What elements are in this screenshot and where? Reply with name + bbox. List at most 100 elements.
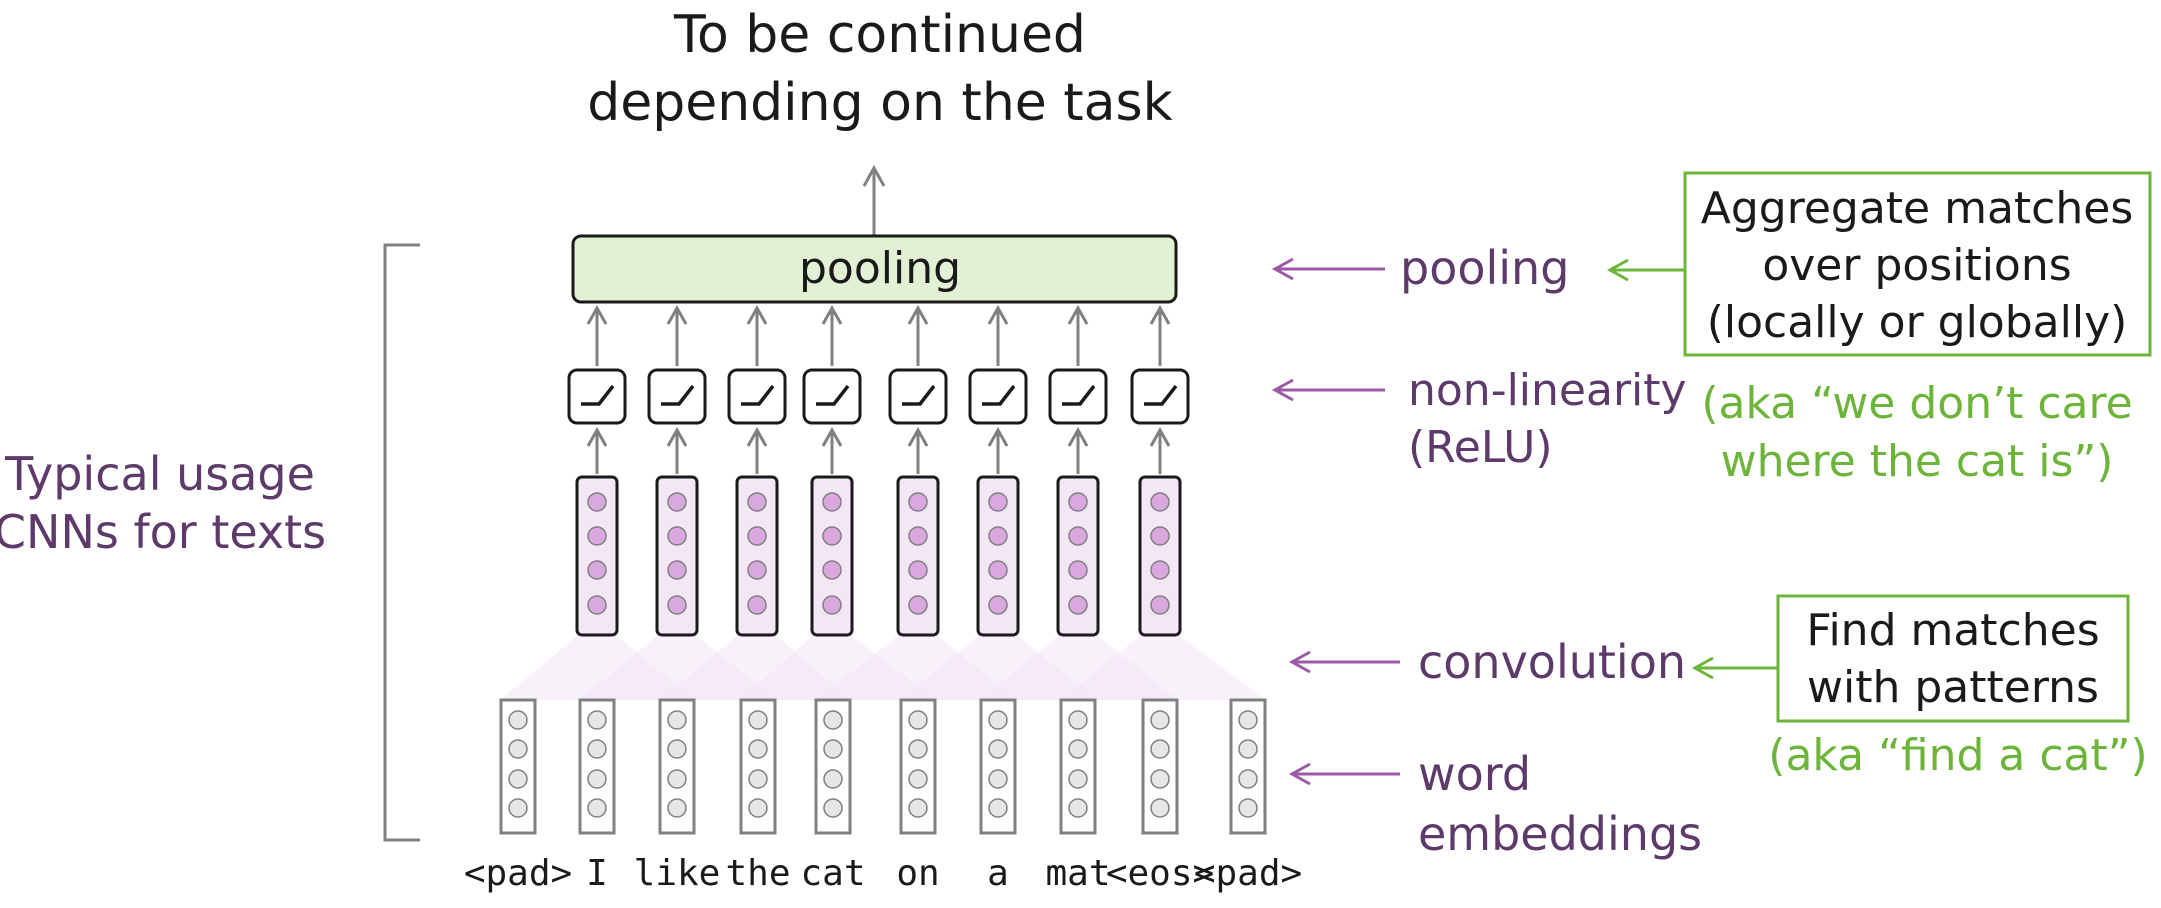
conv-neuron [747, 595, 767, 615]
embedding-neuron [823, 769, 843, 789]
arrowhead [586, 426, 608, 447]
arrowhead [746, 304, 768, 325]
conv-neuron [667, 492, 687, 512]
relu-activation-icon [581, 384, 615, 406]
conv-column [735, 475, 779, 637]
relu-box [647, 368, 707, 425]
layer-label-nonlinearity: non-linearity (ReLU) [1271, 365, 1687, 473]
embedding-neuron [508, 769, 528, 789]
embedding-neuron [667, 798, 687, 818]
conv-neuron [747, 526, 767, 546]
relu-box [802, 368, 862, 425]
relu-box [888, 368, 948, 425]
conv-column [1138, 475, 1182, 637]
conv-neuron [587, 492, 607, 512]
arrowhead [821, 304, 843, 325]
embedding-neuron [1068, 710, 1088, 730]
token-label: mat [1045, 853, 1110, 894]
convolution-windows [500, 636, 1266, 700]
conv-neuron [747, 492, 767, 512]
conv-neuron [908, 560, 928, 580]
embedding-neuron [1238, 739, 1258, 759]
label-nonlinearity-2: (ReLU) [1408, 422, 1553, 473]
aggregate-aka-1: (aka “we don’t care [1701, 378, 2132, 429]
conv-neuron [988, 595, 1008, 615]
relu-activation-icon [741, 384, 775, 406]
embedding-neuron [823, 739, 843, 759]
top-text-line1: To be continued [673, 5, 1086, 65]
embedding-neuron [587, 739, 607, 759]
embedding-neuron [908, 710, 928, 730]
token-label: the [725, 853, 790, 894]
embedding-neuron [1068, 798, 1088, 818]
embedding-neuron [1150, 798, 1170, 818]
find-line2: with patterns [1807, 662, 2099, 713]
conv-neuron [587, 560, 607, 580]
embedding-neuron [667, 739, 687, 759]
embedding-neuron [1150, 739, 1170, 759]
conv-neuron [908, 492, 928, 512]
token-label: <eos> [1106, 853, 1214, 894]
embedding-neuron [587, 769, 607, 789]
arrowhead [1067, 304, 1089, 325]
label-convolution: convolution [1418, 635, 1686, 689]
relu-activation-icon [661, 384, 695, 406]
relu-box [1048, 368, 1108, 425]
embedding-neuron [988, 798, 1008, 818]
conv-column [1056, 475, 1100, 637]
embedding-neuron [1068, 769, 1088, 789]
conv-column [575, 475, 619, 637]
arrowhead [666, 426, 688, 447]
pooling-box: pooling [571, 234, 1178, 304]
relu-activation-icon [1144, 384, 1178, 406]
layer-label-embeddings: word embeddings [1288, 747, 1702, 861]
conv-neuron [822, 526, 842, 546]
label-embeddings-2: embeddings [1418, 807, 1702, 861]
conv-neuron [908, 595, 928, 615]
conv-neuron [1150, 526, 1170, 546]
label-nonlinearity-1: non-linearity [1408, 365, 1687, 416]
relu-activation-icon [982, 384, 1016, 406]
conv-neuron [1150, 560, 1170, 580]
conv-neuron [988, 492, 1008, 512]
conv-neuron [1150, 492, 1170, 512]
aggregate-line2: over positions [1762, 240, 2071, 291]
aggregate-aka-2: where the cat is”) [1721, 436, 2114, 487]
aggregate-note: Aggregate matches over positions (locall… [1606, 171, 2152, 487]
arrowhead [987, 426, 1009, 447]
token-label: cat [800, 853, 865, 894]
side-bracket [383, 243, 420, 842]
side-label-line1: Typical usage [4, 447, 315, 501]
conv-neuron [667, 595, 687, 615]
conv-neuron [988, 526, 1008, 546]
embedding-neuron [908, 739, 928, 759]
embedding-neuron [748, 710, 768, 730]
embedding-neuron [1068, 739, 1088, 759]
embedding-neuron [988, 739, 1008, 759]
embedding-neuron [823, 798, 843, 818]
conv-neuron [667, 526, 687, 546]
conv-neuron [1068, 560, 1088, 580]
conv-neuron [1068, 526, 1088, 546]
aggregate-line3: (locally or globally) [1707, 297, 2128, 348]
conv-column [810, 475, 854, 637]
conv-neuron [587, 595, 607, 615]
arrowhead [586, 304, 608, 325]
embedding-neuron [508, 739, 528, 759]
conv-neuron [1068, 595, 1088, 615]
conv-neuron [988, 560, 1008, 580]
relu-activation-icon [902, 384, 936, 406]
arrowhead [1149, 304, 1171, 325]
aggregate-line1: Aggregate matches [1701, 183, 2134, 234]
embedding-columns [499, 698, 1267, 835]
conv-neuron [822, 492, 842, 512]
side-label-line2: CNNs for texts [0, 505, 326, 559]
conv-column [896, 475, 940, 637]
layer-label-pooling: pooling [1271, 241, 1569, 295]
conv-neuron [1068, 492, 1088, 512]
embedding-neuron [988, 710, 1008, 730]
find-line1: Find matches [1806, 605, 2099, 656]
arrowhead [987, 304, 1009, 325]
